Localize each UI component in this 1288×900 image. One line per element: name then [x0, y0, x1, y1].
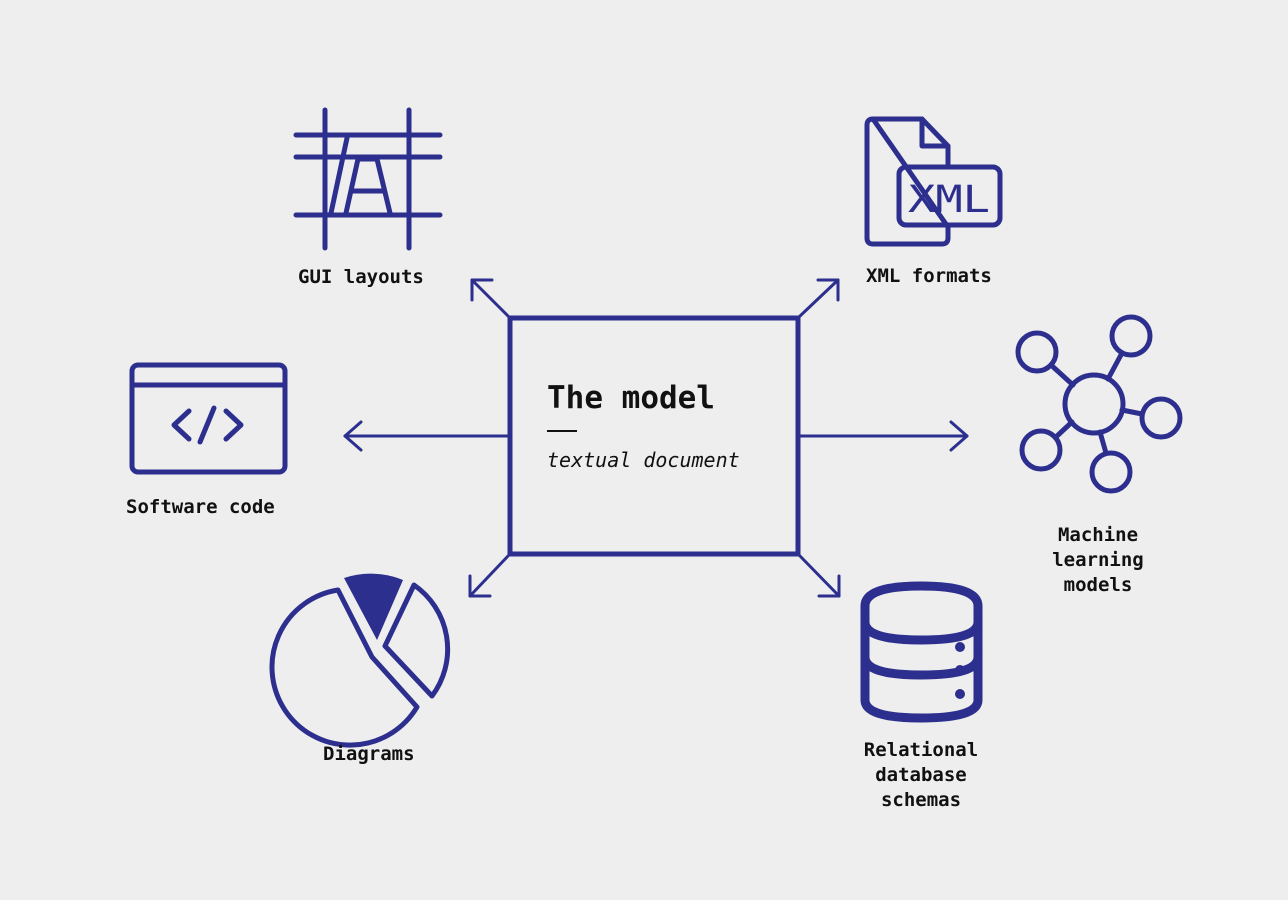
db-label-line-3: schemas	[881, 789, 961, 811]
db-label-line-1: Relational	[864, 739, 978, 761]
ml-label-line-2: learning	[1052, 549, 1144, 571]
xml-icon-text: XML	[908, 178, 990, 221]
center-box	[507, 315, 801, 557]
arrows	[343, 278, 969, 598]
pie-chart-icon	[269, 573, 451, 748]
diagrams-label: Diagrams	[323, 743, 415, 765]
grid-letter-a-icon	[293, 107, 443, 251]
xml-file-icon: XML	[864, 116, 1003, 247]
code-label: Software code	[126, 496, 275, 518]
code-window-icon	[129, 362, 288, 475]
ml-label-line-3: models	[1064, 574, 1133, 596]
ml-label: Machine learning models	[1052, 524, 1144, 596]
center-subtitle: textual document	[547, 448, 740, 472]
center-node: The model textual document	[507, 315, 801, 557]
arrow-to-diagrams	[468, 554, 510, 598]
arrow-to-ml	[796, 420, 969, 452]
arrow-to-code	[343, 420, 512, 452]
gui-label: GUI layouts	[298, 266, 424, 288]
arrow-to-db	[798, 554, 841, 598]
db-label: Relational database schemas	[864, 739, 978, 811]
database-dots	[955, 642, 965, 699]
database-icon	[860, 581, 983, 723]
arrow-to-xml	[798, 278, 840, 318]
network-icon	[1015, 314, 1183, 494]
ml-label-line-1: Machine	[1058, 524, 1138, 546]
center-title: The model	[547, 380, 715, 416]
db-label-line-2: database	[875, 764, 967, 786]
xml-label: XML formats	[866, 265, 992, 287]
arrow-to-gui	[470, 278, 510, 318]
